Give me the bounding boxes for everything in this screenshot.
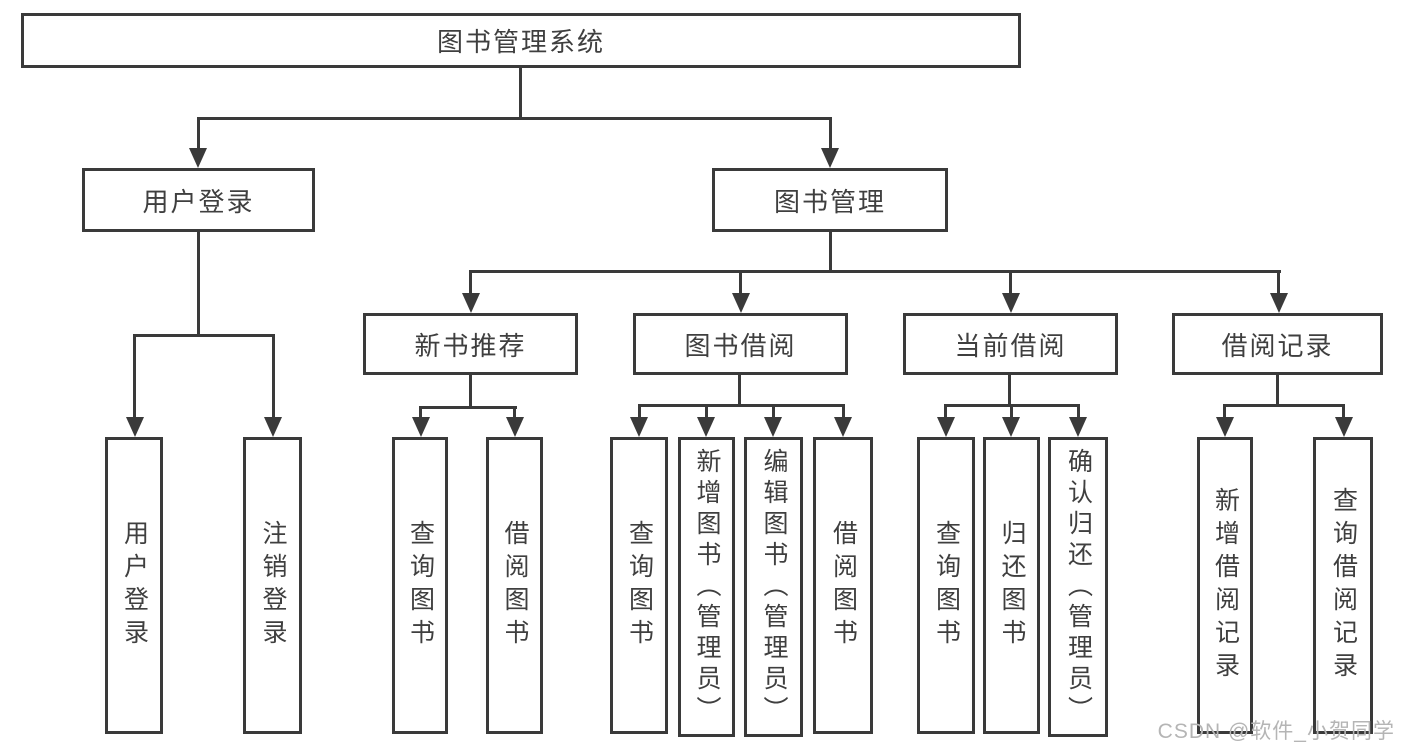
node-borrow-records: 借阅记录	[1172, 313, 1383, 375]
leaf-newbook-borrow-label: 借阅图书	[501, 519, 529, 652]
leaf-current-confirm-admin-label: 确认归还（管理员）	[1064, 447, 1093, 727]
leaf-record-add: 新增借阅记录	[1197, 437, 1253, 734]
leaf-current-query-label: 查询图书	[932, 519, 961, 652]
leaf-current-return: 归还图书	[983, 437, 1040, 734]
arrow-down-icon	[189, 148, 207, 168]
arrow-down-icon	[732, 293, 750, 313]
node-book-borrow: 图书借阅	[633, 313, 848, 375]
arrow-down-icon	[821, 148, 839, 168]
node-book-management-label: 图书管理	[773, 186, 886, 217]
leaf-logout-label: 注销登录	[259, 519, 287, 652]
connector-line	[738, 375, 741, 407]
connector-line	[419, 406, 517, 409]
connector-line	[469, 270, 472, 298]
connector-line	[1223, 404, 1226, 422]
connector-line	[197, 232, 200, 337]
leaf-newbook-query-label: 查询图书	[406, 519, 435, 652]
connector-line	[1008, 375, 1011, 407]
connector-line	[1342, 404, 1345, 422]
leaf-borrow-edit-admin-label: 编辑图书（管理员）	[760, 447, 788, 727]
leaf-user-login-label: 用户登录	[120, 519, 149, 652]
arrow-down-icon	[1335, 417, 1353, 437]
leaf-record-query-label: 查询借阅记录	[1329, 486, 1358, 685]
leaf-current-query: 查询图书	[917, 437, 975, 734]
arrow-down-icon	[462, 293, 480, 313]
node-current-borrow-label: 当前借阅	[954, 330, 1067, 361]
connector-line	[133, 334, 275, 337]
connector-line	[829, 117, 832, 153]
node-root-label: 图书管理系统	[436, 27, 605, 57]
leaf-borrow-add-admin: 新增图书（管理员）	[678, 437, 735, 737]
connector-line	[1277, 270, 1280, 298]
node-root: 图书管理系统	[21, 13, 1021, 68]
leaf-record-query: 查询借阅记录	[1313, 437, 1373, 734]
node-current-borrow: 当前借阅	[903, 313, 1118, 375]
connector-line	[469, 375, 472, 409]
connector-line	[739, 270, 742, 298]
leaf-newbook-query: 查询图书	[392, 437, 448, 734]
leaf-user-login: 用户登录	[105, 437, 163, 734]
csdn-watermark: CSDN @软件_小贺同学	[1157, 720, 1395, 743]
connector-line	[1223, 404, 1345, 407]
arrow-down-icon	[937, 417, 955, 437]
connector-line	[1276, 375, 1279, 407]
connector-line	[513, 406, 516, 422]
connector-line	[1077, 404, 1080, 422]
connector-line	[272, 334, 275, 420]
arrow-down-icon	[630, 417, 648, 437]
node-new-book-recommend: 新书推荐	[363, 313, 578, 375]
arrow-down-icon	[1270, 293, 1288, 313]
arrow-down-icon	[126, 417, 144, 437]
connector-line	[197, 117, 200, 153]
arrow-down-icon	[834, 417, 852, 437]
connector-line	[133, 334, 136, 420]
connector-line	[519, 68, 522, 119]
arrow-down-icon	[264, 417, 282, 437]
connector-line	[419, 406, 422, 422]
leaf-current-confirm-admin: 确认归还（管理员）	[1048, 437, 1108, 737]
leaf-borrow-book: 借阅图书	[813, 437, 873, 734]
leaf-borrow-edit-admin: 编辑图书（管理员）	[744, 437, 803, 737]
connector-line	[197, 117, 832, 120]
leaf-borrow-book-label: 借阅图书	[829, 519, 858, 652]
connector-line	[1009, 270, 1012, 298]
connector-line	[944, 404, 947, 422]
node-user-login-label: 用户登录	[142, 186, 255, 217]
leaf-record-add-label: 新增借阅记录	[1211, 486, 1240, 685]
connector-line	[772, 404, 775, 422]
connector-line	[842, 404, 845, 422]
leaf-current-return-label: 归还图书	[998, 519, 1026, 652]
connector-line	[829, 232, 832, 273]
node-book-management: 图书管理	[712, 168, 948, 232]
arrow-down-icon	[697, 417, 715, 437]
node-user-login: 用户登录	[82, 168, 315, 232]
arrow-down-icon	[1002, 417, 1020, 437]
arrow-down-icon	[764, 417, 782, 437]
connector-line	[638, 404, 641, 422]
arrow-down-icon	[412, 417, 430, 437]
connector-line	[469, 270, 1281, 273]
arrow-down-icon	[1216, 417, 1234, 437]
arrow-down-icon	[506, 417, 524, 437]
arrow-down-icon	[1069, 417, 1087, 437]
connector-line	[638, 404, 845, 407]
leaf-logout: 注销登录	[243, 437, 302, 734]
leaf-borrow-query-label: 查询图书	[625, 519, 654, 652]
arrow-down-icon	[1002, 293, 1020, 313]
leaf-borrow-add-admin-label: 新增图书（管理员）	[693, 447, 721, 727]
node-book-borrow-label: 图书借阅	[684, 330, 797, 361]
leaf-newbook-borrow: 借阅图书	[486, 437, 543, 734]
connector-line	[1010, 404, 1013, 422]
connector-line	[705, 404, 708, 422]
node-new-book-recommend-label: 新书推荐	[414, 330, 527, 361]
node-borrow-records-label: 借阅记录	[1221, 330, 1334, 361]
leaf-borrow-query: 查询图书	[610, 437, 668, 734]
